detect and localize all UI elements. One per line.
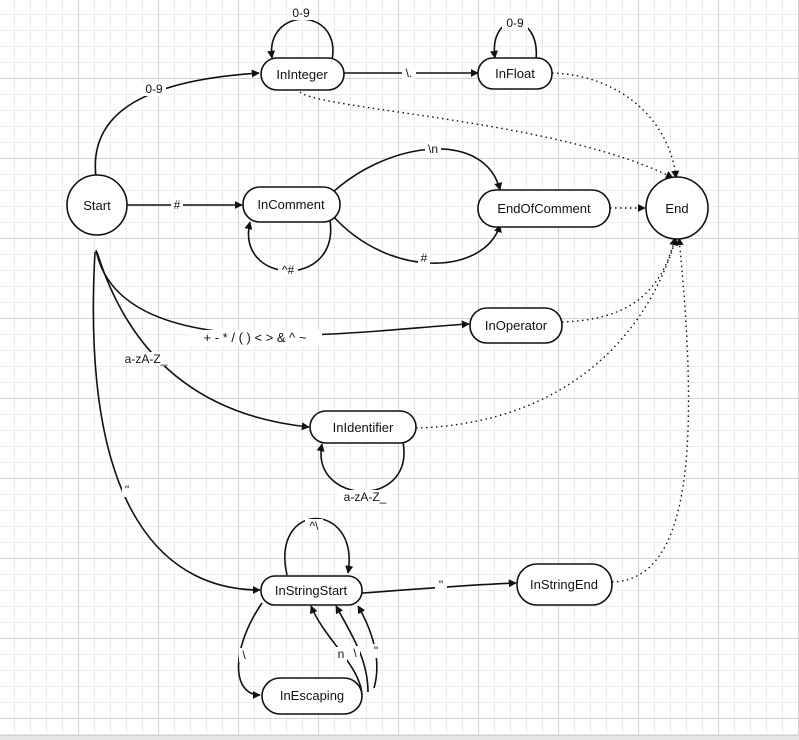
edge-string-loop	[284, 517, 354, 576]
svg-text:": "	[125, 483, 129, 497]
canvas-bottom-bar	[0, 735, 799, 740]
svg-text:": "	[439, 578, 443, 592]
edge-label-integer-loop: 0-9	[288, 6, 314, 20]
edge-string-escape	[237, 602, 263, 699]
edge-comment-newline	[331, 148, 503, 194]
svg-text:a-zA-Z_: a-zA-Z_	[344, 490, 387, 504]
svg-text:#: #	[174, 198, 181, 212]
svg-text:0-9: 0-9	[145, 82, 163, 96]
edge-identifier-loop	[316, 441, 405, 493]
node-in-identifier[interactable]: InIdentifier	[309, 410, 417, 444]
edge-label-escape-backslash: \	[350, 646, 360, 660]
edge-label-string-end: "	[435, 578, 447, 592]
svg-text:\.: \.	[406, 66, 413, 80]
edge-label-float-loop: 0-9	[502, 16, 528, 30]
svg-text:InStringEnd: InStringEnd	[530, 577, 598, 592]
node-in-float[interactable]: InFloat	[477, 57, 553, 90]
node-in-integer[interactable]: InInteger	[260, 57, 345, 91]
edge-label-string-escape: \	[239, 648, 249, 662]
svg-text:": "	[374, 644, 378, 658]
edge-start-string	[92, 251, 261, 594]
node-start[interactable]: Start	[66, 174, 128, 236]
edge-label-start-operator: + - * / ( ) < > & ^ ~	[188, 330, 322, 346]
edge-label-start-comment: #	[171, 198, 183, 212]
edge-label-identifier-loop: a-zA-Z_	[339, 490, 391, 504]
svg-text:InEscaping: InEscaping	[280, 688, 344, 703]
node-in-operator[interactable]: InOperator	[469, 307, 563, 344]
edge-start-identifier	[96, 251, 310, 431]
node-end[interactable]: End	[645, 176, 709, 240]
svg-text:^#: ^#	[282, 263, 295, 277]
svg-text:InInteger: InInteger	[276, 67, 328, 82]
svg-text:\: \	[353, 646, 357, 660]
edge-label-start-integer: 0-9	[142, 82, 166, 96]
edge-label-string-loop: ^\	[305, 519, 323, 533]
svg-text:End: End	[665, 201, 688, 216]
svg-text:InOperator: InOperator	[485, 318, 548, 333]
node-in-string-start[interactable]: InStringStart	[260, 575, 363, 606]
edge-label-comment-newline: \n	[425, 142, 441, 156]
edge-label-comment-hash: #	[418, 251, 430, 265]
svg-text:+ - * / ( ) < > & ^ ~: + - * / ( ) < > & ^ ~	[204, 330, 307, 345]
edge-label-start-identifier: a-zA-Z_	[120, 352, 172, 366]
node-in-comment[interactable]: InComment	[242, 186, 341, 223]
svg-text:\n: \n	[428, 142, 438, 156]
svg-text:0-9: 0-9	[506, 16, 524, 30]
svg-text:EndOfComment: EndOfComment	[497, 201, 591, 216]
edge-label-escape-quote: "	[371, 644, 381, 658]
svg-text:^\: ^\	[310, 519, 320, 533]
node-end-of-comment[interactable]: EndOfComment	[477, 189, 611, 228]
edge-label-escape-n: n	[335, 647, 347, 661]
edge-label-integer-float: \.	[402, 66, 416, 80]
svg-text:InStringStart: InStringStart	[275, 583, 348, 598]
svg-text:Start: Start	[83, 198, 111, 213]
node-in-escaping[interactable]: InEscaping	[261, 677, 363, 715]
svg-text:InComment: InComment	[257, 197, 325, 212]
edge-float-end	[551, 72, 680, 179]
edge-integer-end	[299, 91, 674, 179]
edge-operator-end	[561, 237, 678, 323]
node-in-string-end[interactable]: InStringEnd	[516, 563, 613, 606]
svg-text:a-zA-Z_: a-zA-Z_	[125, 352, 168, 366]
edge-integer-loop	[267, 18, 334, 61]
svg-text:InFloat: InFloat	[495, 66, 535, 81]
svg-text:InIdentifier: InIdentifier	[333, 420, 394, 435]
svg-text:0-9: 0-9	[292, 6, 310, 20]
svg-text:#: #	[421, 251, 428, 265]
svg-text:n: n	[338, 647, 345, 661]
edge-label-start-string: "	[122, 483, 132, 497]
edge-comment-hash	[331, 214, 502, 264]
edge-label-comment-loop: ^#	[278, 263, 298, 277]
edge-start-integer	[94, 69, 260, 178]
svg-text:\: \	[242, 648, 246, 662]
